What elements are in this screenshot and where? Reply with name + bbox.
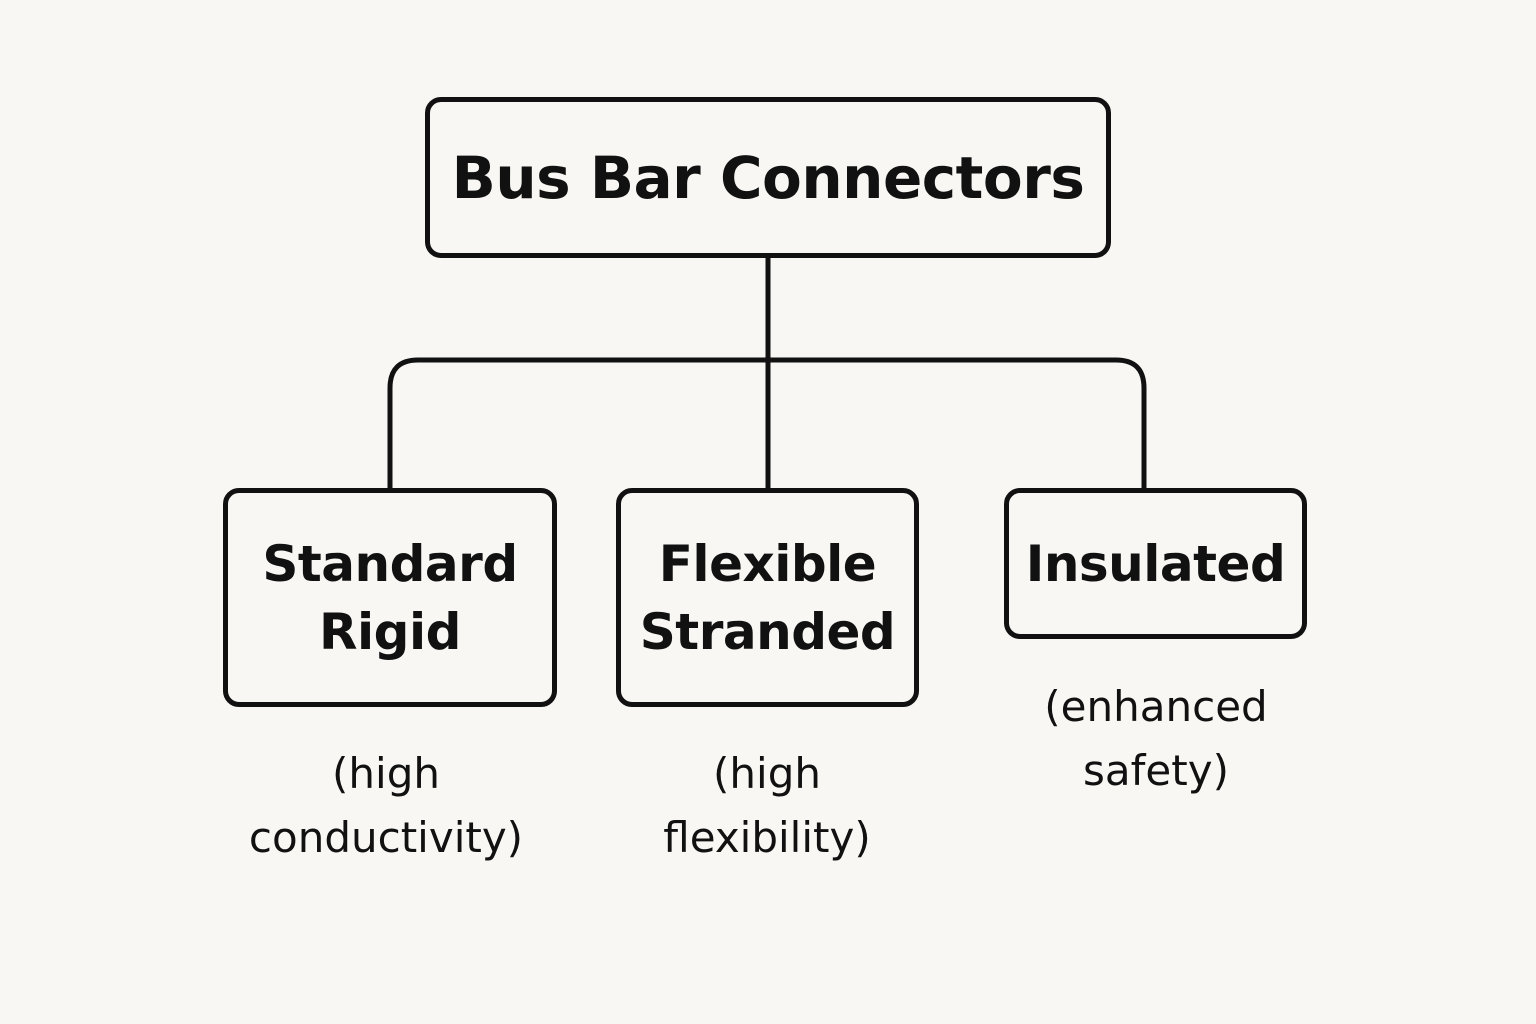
root-node-label: Bus Bar Connectors (451, 143, 1085, 212)
connector-branch-bar (387, 357, 1147, 488)
child-node-label-line: Insulated (1025, 534, 1286, 593)
child-node-label-line: Stranded (639, 602, 896, 661)
note-standard-rigid: (high conductivity) (186, 742, 586, 870)
note-line: (high (332, 749, 440, 798)
child-node-flexible-stranded: Flexible Stranded (616, 488, 919, 707)
note-line: flexibility) (663, 813, 871, 862)
note-flexible-stranded: (high flexibility) (567, 742, 967, 870)
note-line: safety) (1083, 746, 1229, 795)
child-node-label-line: Rigid (319, 602, 461, 661)
note-line: conductivity) (248, 813, 524, 862)
note-line: (enhanced (1044, 682, 1268, 731)
root-node: Bus Bar Connectors (425, 97, 1111, 258)
child-node-standard-rigid: Standard Rigid (223, 488, 557, 707)
child-node-label-line: Standard (262, 534, 518, 593)
note-line: (high (713, 749, 821, 798)
child-node-label-line: Flexible (658, 534, 877, 593)
note-insulated: (enhanced safety) (956, 675, 1356, 803)
child-node-insulated: Insulated (1004, 488, 1307, 639)
